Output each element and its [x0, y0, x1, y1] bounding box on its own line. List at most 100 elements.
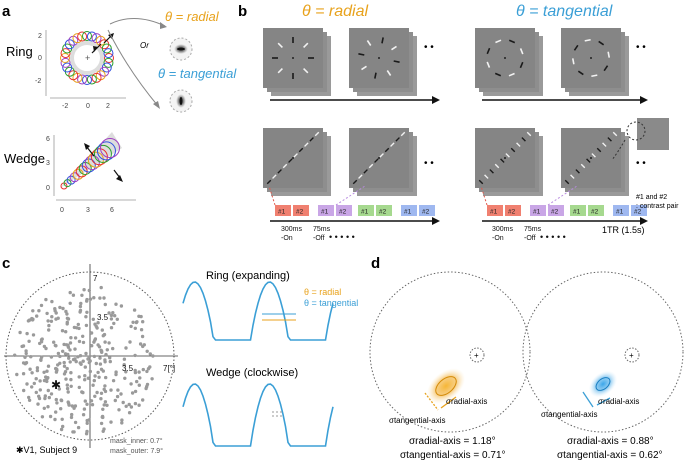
prf-point — [44, 297, 48, 302]
seq-box — [570, 205, 586, 216]
gabor-mark — [277, 169, 282, 174]
prf-point — [131, 320, 135, 324]
seq-box-label: #1 — [404, 209, 412, 216]
prf-point — [150, 377, 154, 381]
prf-point — [100, 328, 105, 332]
on-label-r-1: 300ms — [281, 226, 303, 233]
prf-point — [65, 386, 70, 391]
seq-box-label: #2 — [422, 209, 430, 216]
seq-box — [358, 205, 374, 216]
prf-point — [135, 320, 139, 324]
arrowhead-2 — [640, 96, 648, 104]
prf-point — [124, 346, 128, 350]
prf-point — [141, 367, 145, 372]
wedge-timeseries — [182, 383, 334, 447]
seq-box-label: #2 — [339, 209, 347, 216]
ring-circle — [103, 57, 114, 68]
prf-point — [30, 371, 34, 375]
prf-point — [35, 314, 39, 318]
prf-point — [27, 318, 32, 322]
or-arrow-top-head — [160, 22, 167, 29]
prf-point — [29, 355, 33, 359]
d-left-sigma-radial: σradial-axis — [446, 397, 487, 406]
prf-point — [72, 430, 76, 434]
prf-point — [55, 367, 59, 371]
prf-point — [92, 296, 96, 300]
wedge-circle — [100, 138, 120, 158]
prf-point — [111, 311, 115, 315]
c-subject-star: ✱ — [51, 378, 61, 392]
gabor-mark — [508, 39, 516, 44]
gabor-mark — [374, 72, 377, 79]
prf-point — [46, 376, 50, 380]
prf-point — [133, 353, 137, 358]
fixation-dot — [292, 157, 294, 159]
prf-point — [145, 349, 149, 353]
prf-point — [101, 407, 105, 411]
prf-point — [139, 328, 144, 332]
gabor-mark — [282, 163, 288, 169]
prf-point — [68, 348, 72, 352]
prf-point — [76, 322, 81, 327]
prf-point — [61, 306, 65, 311]
seq-box — [318, 205, 334, 216]
prf-point — [49, 392, 54, 396]
prf-point — [68, 301, 72, 305]
prf-point — [69, 415, 74, 420]
prf-point — [40, 415, 45, 419]
prf-point — [68, 360, 72, 364]
gabor-mark — [393, 60, 400, 63]
seq-box-label: #2 — [591, 209, 599, 216]
gabor-mark — [366, 40, 372, 46]
gabor-mark — [484, 174, 489, 179]
seq-box-label: #1 — [616, 209, 624, 216]
arrowhead-3 — [432, 217, 440, 225]
ellipsis-t: • • • • • — [540, 232, 566, 242]
prf-point — [123, 376, 127, 380]
prf-point — [83, 378, 87, 382]
prf-point — [103, 302, 108, 307]
prf-point — [65, 316, 70, 320]
prf-point — [70, 412, 74, 417]
gabor-mark — [314, 131, 320, 137]
wedge-label: Wedge — [4, 151, 45, 166]
prf-point — [36, 402, 40, 406]
prf-point — [85, 418, 89, 423]
gabor-mark — [292, 73, 294, 79]
prf-point — [77, 326, 81, 331]
prf-point — [53, 343, 57, 348]
wedge-xtick-3: 3 — [86, 207, 90, 214]
prf-point — [49, 319, 54, 323]
prf-point — [93, 374, 97, 378]
prf-point — [104, 352, 108, 357]
prf-point — [105, 403, 109, 407]
prf-point — [103, 360, 107, 364]
prf-point — [73, 347, 77, 351]
gabor-mark — [288, 158, 293, 163]
gabor-mark — [400, 131, 406, 137]
prf-point — [111, 346, 115, 351]
prf-point — [84, 315, 88, 319]
d-left-tangential-value: σtangential-axis = 0.71° — [400, 450, 506, 461]
prf-point — [81, 390, 85, 395]
seq-link — [547, 185, 578, 206]
prf-point — [81, 413, 86, 417]
d-left-center — [469, 347, 485, 363]
wedge-ytick-0: 0 — [46, 185, 50, 192]
wedge-axes — [53, 135, 136, 201]
stimulus-stacks — [263, 28, 629, 196]
gabor-mark — [607, 137, 612, 142]
prf-point — [116, 388, 120, 392]
prf-point — [91, 383, 95, 387]
prf-point — [82, 407, 87, 411]
ring-axes — [45, 30, 126, 99]
prf-point — [34, 390, 38, 395]
seq-link — [480, 185, 488, 206]
prf-point — [103, 400, 108, 404]
gabor-mark — [478, 179, 484, 185]
gabor-mark — [266, 179, 272, 185]
gabor-mark — [495, 39, 502, 44]
ring-circle — [68, 70, 79, 81]
prf-point — [141, 398, 145, 402]
wedge-arrow-down-head — [116, 175, 123, 182]
